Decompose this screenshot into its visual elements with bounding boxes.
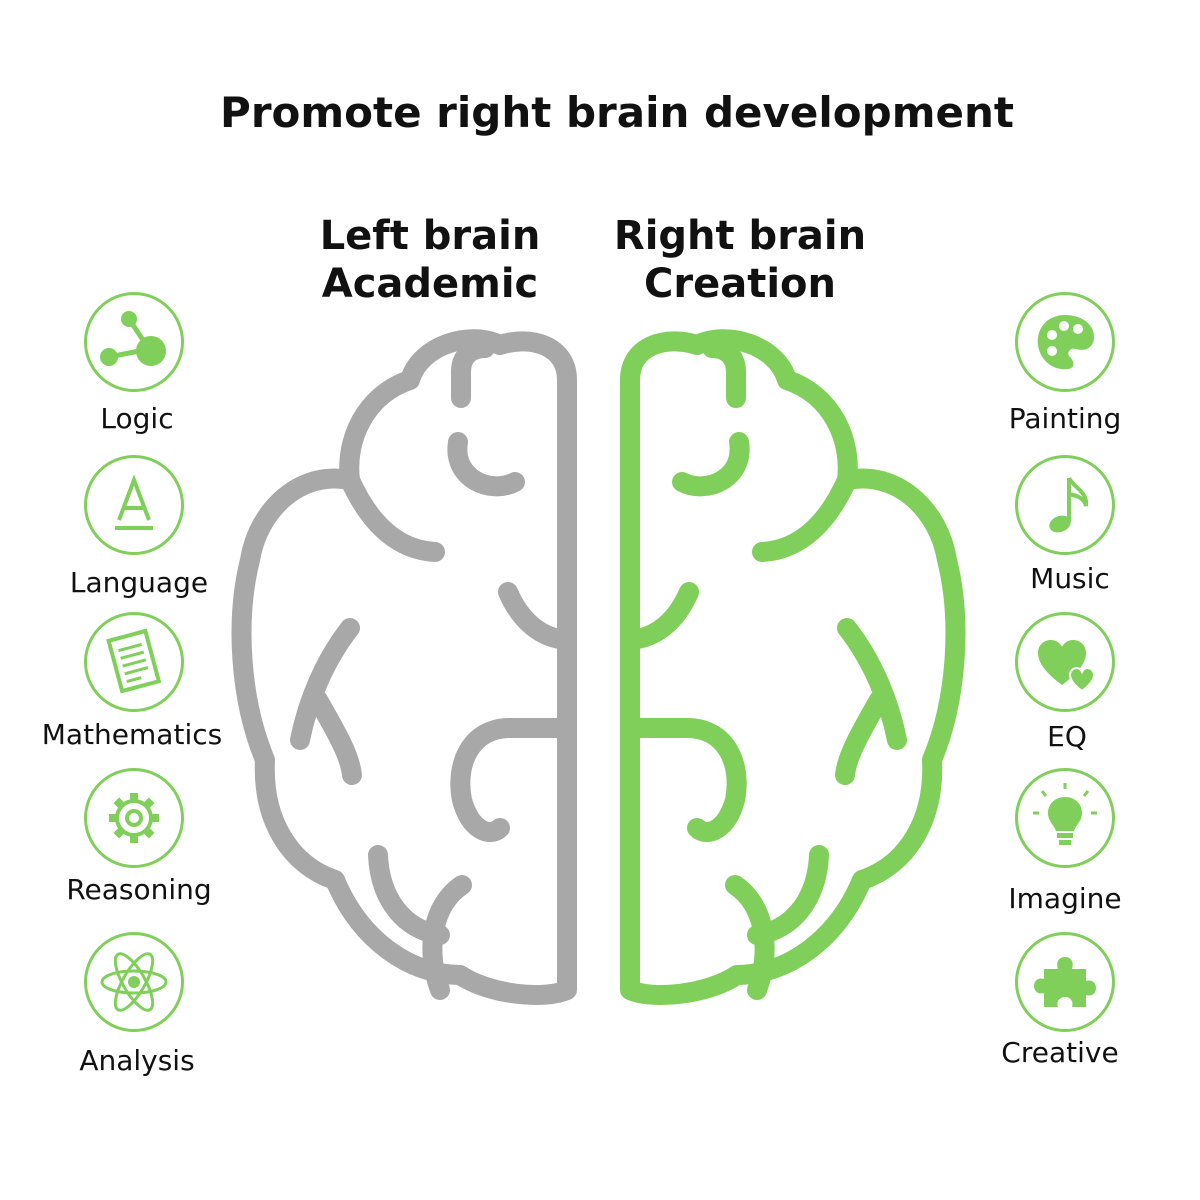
skill-label: Logic xyxy=(100,402,174,435)
right-hemisphere xyxy=(620,329,966,1005)
left-fold-4 xyxy=(498,582,577,650)
document-icon xyxy=(84,612,184,712)
skill-label: EQ xyxy=(1047,720,1087,753)
left-fold-1 xyxy=(451,338,495,408)
left-hemisphere xyxy=(231,329,577,1005)
skill-label: Music xyxy=(1030,562,1110,595)
light-bulb-icon xyxy=(1015,768,1115,868)
skill-label: Mathematics xyxy=(41,718,223,751)
right-fold-6 xyxy=(835,690,889,785)
left-fold-5 xyxy=(290,618,360,750)
right-fold-1 xyxy=(702,338,746,408)
left-fold-3 xyxy=(340,470,445,562)
left-brain-subtitle: Academic xyxy=(321,261,539,307)
skill-label: Imagine xyxy=(1008,882,1122,915)
left-brain-heading: Left brain Academic xyxy=(270,212,590,308)
right-fold-4 xyxy=(620,582,699,650)
right-fold-5 xyxy=(837,618,907,750)
letter-a-icon xyxy=(84,455,184,555)
right-fold-9 xyxy=(725,875,775,1000)
right-hemisphere-outline xyxy=(620,329,966,1005)
right-brain-heading: Right brain Creation xyxy=(580,212,900,308)
left-hemisphere-outline xyxy=(231,329,577,1005)
page-title: Promote right brain development xyxy=(220,88,1014,137)
skill-label: Language xyxy=(69,566,209,599)
skill-label: Painting xyxy=(1008,402,1122,435)
puzzle-piece-icon xyxy=(1015,932,1115,1032)
molecule-icon xyxy=(84,292,184,392)
left-fold-7 xyxy=(450,718,577,842)
skill-label: Creative xyxy=(1001,1036,1119,1069)
right-fold-3 xyxy=(752,470,857,562)
left-fold-2 xyxy=(447,432,525,497)
left-brain-title: Left brain xyxy=(319,213,541,259)
left-fold-6 xyxy=(308,690,362,785)
palette-icon xyxy=(1015,292,1115,392)
atom-icon xyxy=(84,932,184,1032)
right-brain-title: Right brain xyxy=(613,213,867,259)
right-fold-2 xyxy=(672,432,750,497)
skill-label: Reasoning xyxy=(66,873,212,906)
right-brain-subtitle: Creation xyxy=(644,261,836,307)
music-note-icon xyxy=(1015,455,1115,555)
hearts-icon xyxy=(1015,612,1115,712)
skill-label: Analysis xyxy=(79,1044,195,1077)
gear-icon xyxy=(84,768,184,868)
right-fold-7 xyxy=(620,718,747,842)
left-fold-9 xyxy=(422,875,472,1000)
